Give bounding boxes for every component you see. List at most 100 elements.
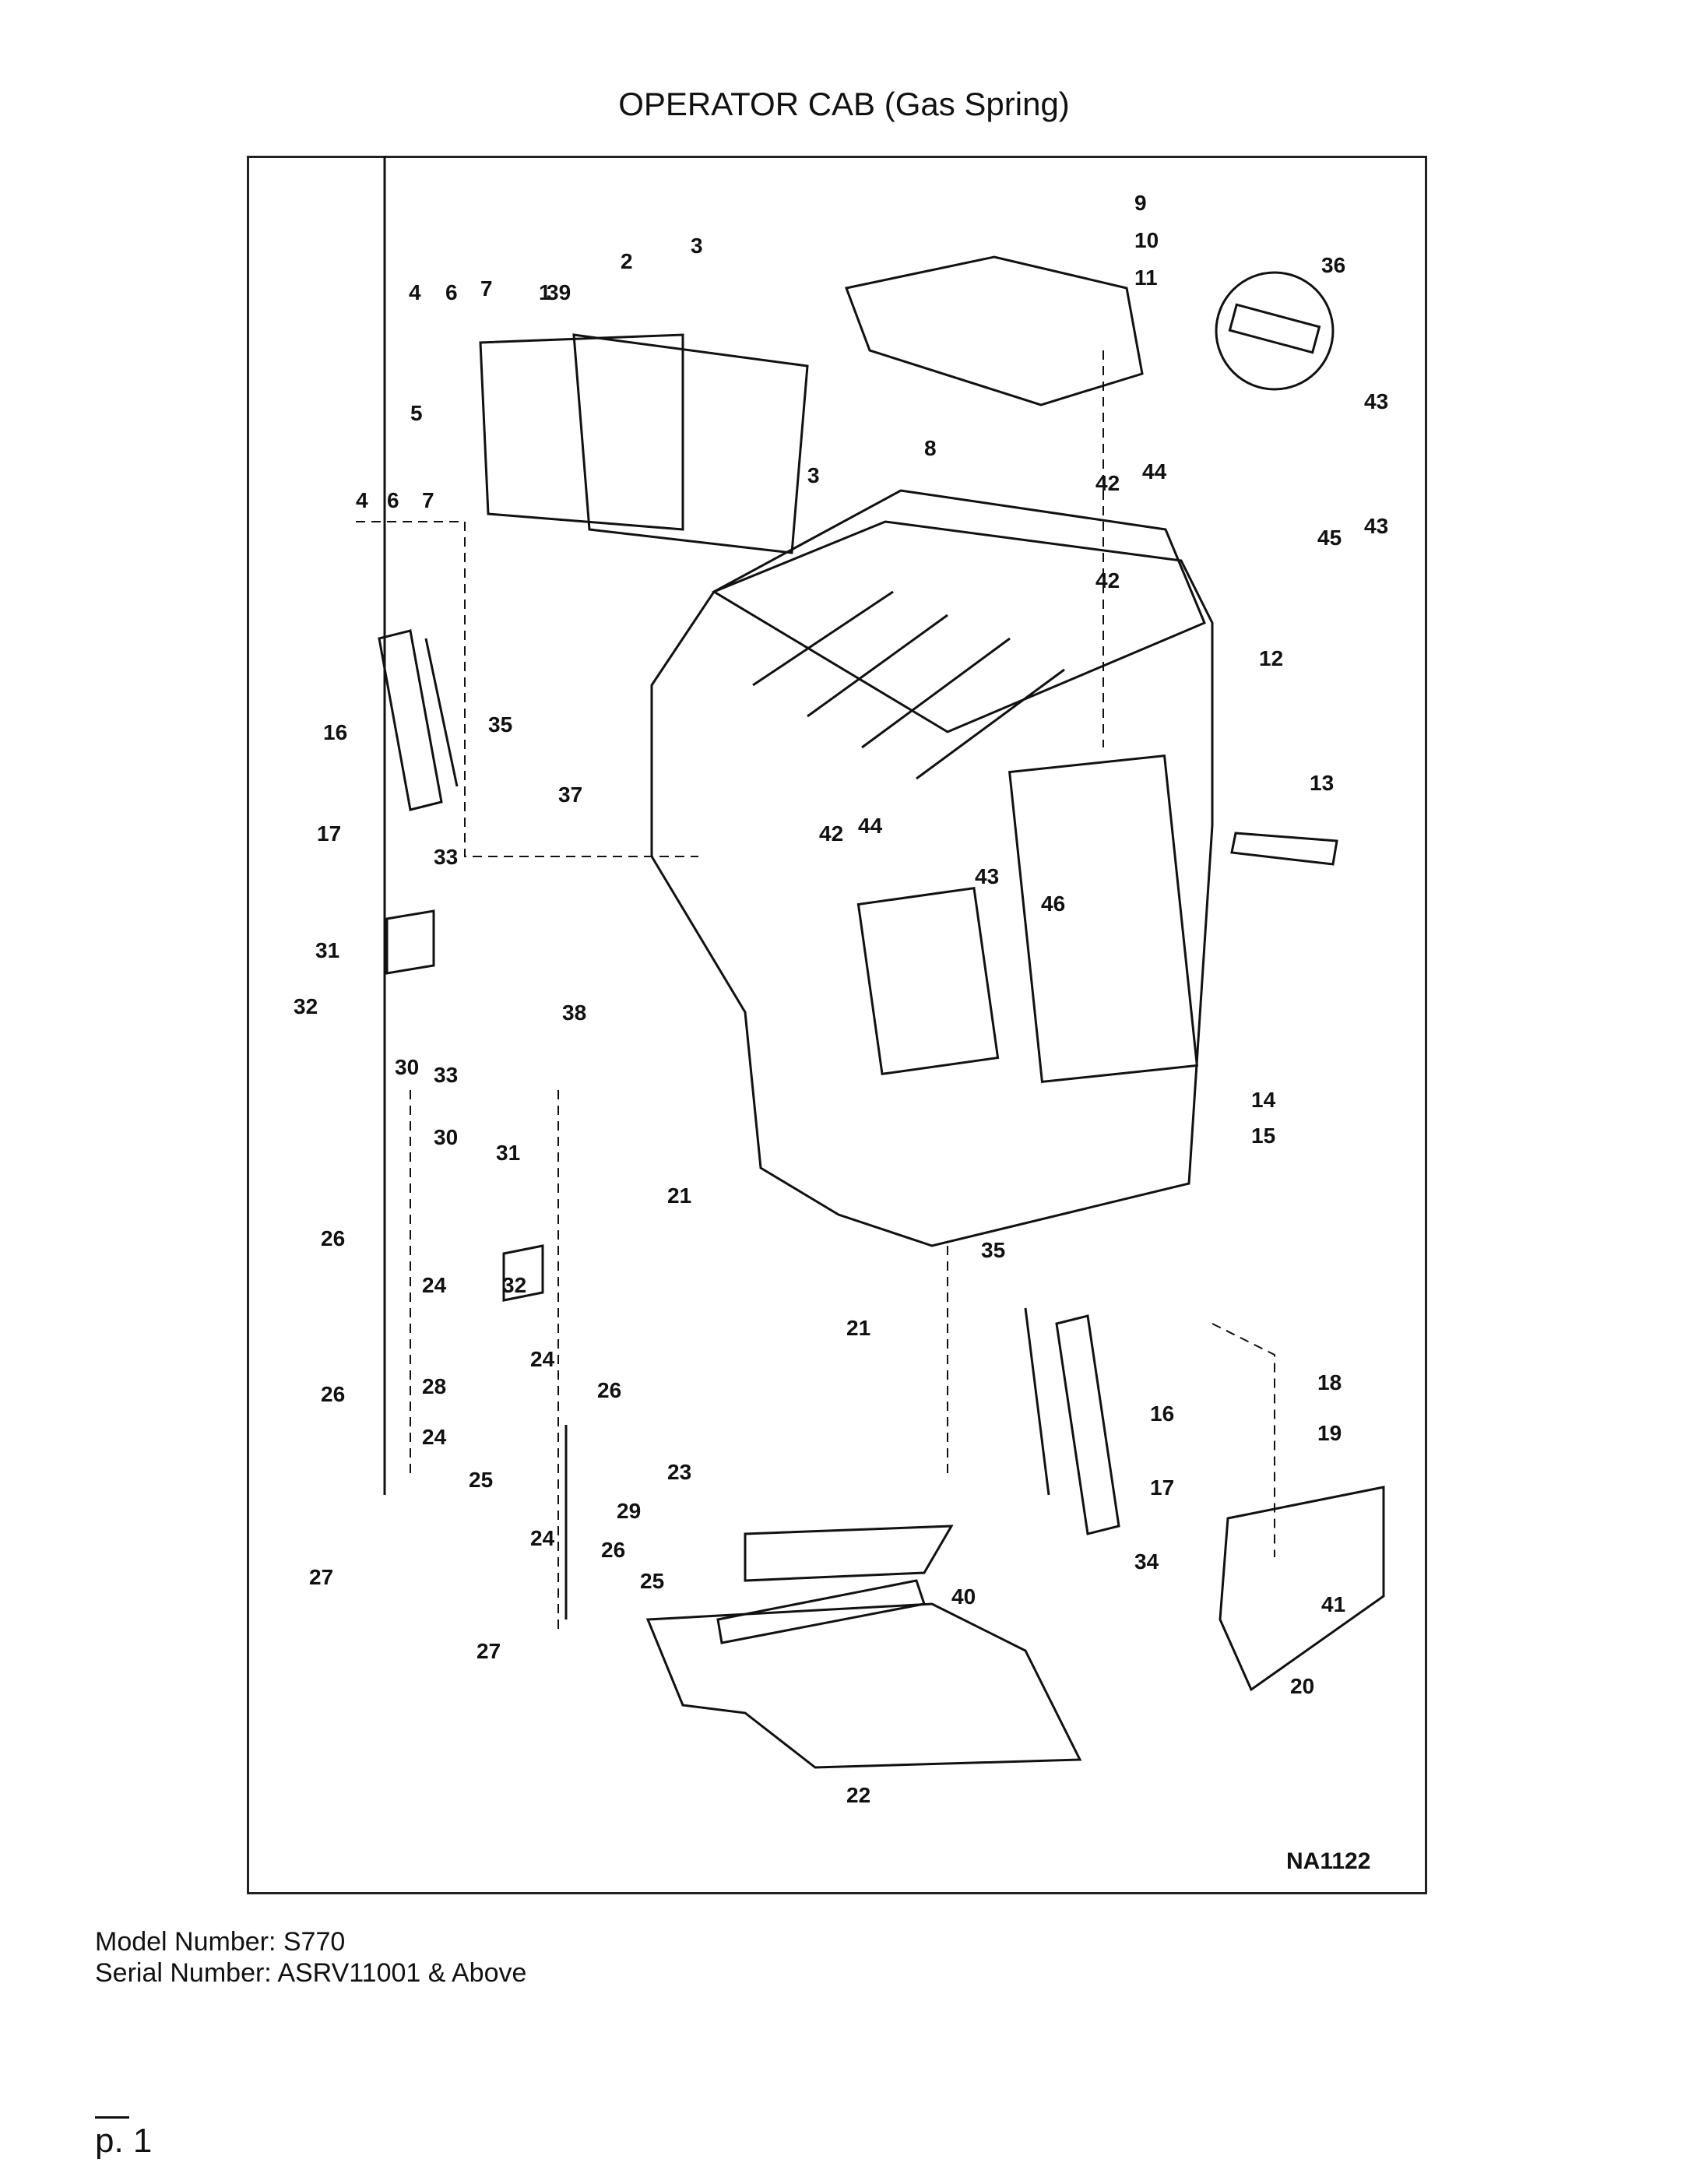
seal-strip-right xyxy=(1024,1307,1050,1496)
callout: 31 xyxy=(315,938,339,962)
cab-body-outline xyxy=(650,520,1214,1247)
hinge-bracket xyxy=(385,909,435,975)
callout: 38 xyxy=(562,1001,586,1025)
floor-mat xyxy=(645,1602,1082,1769)
callout: 42 xyxy=(1095,471,1120,495)
callout: 41 xyxy=(1321,1592,1345,1616)
callout: 43 xyxy=(1364,514,1388,538)
page-title: OPERATOR CAB (Gas Spring) xyxy=(618,86,1070,122)
callout: 21 xyxy=(846,1316,870,1340)
callout: 32 xyxy=(502,1273,526,1297)
callout: 11 xyxy=(1134,266,1158,290)
callout: 26 xyxy=(321,1382,345,1406)
callout: 7 xyxy=(480,276,493,301)
callout: 35 xyxy=(488,712,512,737)
callout: 5 xyxy=(410,401,423,425)
callout: 24 xyxy=(530,1347,555,1371)
callout: 42 xyxy=(819,821,843,846)
parts-diagram: 1 2 3 3 4 4 5 6 6 7 7 8 9 10 11 12 13 14… xyxy=(294,156,1388,1874)
callout: 3 xyxy=(691,234,703,258)
callout: 44 xyxy=(1142,459,1167,484)
callout: 4 xyxy=(409,280,421,304)
callout: 21 xyxy=(667,1183,691,1208)
seal-strip-left xyxy=(424,638,459,787)
callout: 24 xyxy=(422,1425,447,1449)
rear-window-seal xyxy=(572,333,809,554)
callout: 17 xyxy=(1150,1475,1174,1500)
diagram-frame xyxy=(247,156,1427,1894)
page-number-rule xyxy=(95,2116,129,2119)
cab-top-ribs xyxy=(752,590,1065,780)
leader-dash-3 xyxy=(1211,1323,1275,1557)
cab-roof xyxy=(711,489,1206,733)
callout: 3 xyxy=(807,463,820,487)
callout: 46 xyxy=(1041,892,1065,916)
callout: 36 xyxy=(1321,253,1345,277)
callout: 23 xyxy=(667,1460,691,1484)
callout: 34 xyxy=(1134,1549,1159,1574)
callout: 7 xyxy=(422,488,434,512)
callout: 42 xyxy=(1095,568,1120,593)
callout: 14 xyxy=(1251,1088,1276,1112)
callout: 18 xyxy=(1317,1370,1342,1394)
callout: 25 xyxy=(469,1468,493,1492)
callout: 25 xyxy=(640,1569,664,1593)
callout: 24 xyxy=(422,1273,447,1297)
callout: 19 xyxy=(1317,1421,1342,1445)
callout: 16 xyxy=(1150,1401,1174,1426)
callout: 26 xyxy=(597,1378,621,1402)
callout: 32 xyxy=(294,994,318,1018)
callout: 31 xyxy=(496,1141,520,1165)
callout: 9 xyxy=(1134,191,1147,215)
callout: 24 xyxy=(530,1526,555,1550)
callout: 6 xyxy=(387,488,399,512)
mount-bracket xyxy=(1219,1486,1385,1692)
callout: 39 xyxy=(547,280,571,304)
sealant-tube-detail xyxy=(1215,271,1335,391)
callout: 43 xyxy=(1364,389,1388,413)
callout: 43 xyxy=(975,864,999,888)
callout: 30 xyxy=(395,1055,419,1079)
callout: 13 xyxy=(1310,771,1334,795)
callout: 15 xyxy=(1251,1124,1275,1148)
side-grille xyxy=(856,886,1000,1076)
hinge-bracket-2 xyxy=(502,1244,544,1302)
callout: 29 xyxy=(617,1499,641,1523)
callout: 45 xyxy=(1317,526,1342,550)
rear-window-glass xyxy=(479,333,684,531)
callout: 26 xyxy=(601,1538,625,1562)
callout: 17 xyxy=(317,821,341,846)
top-plate xyxy=(844,255,1144,406)
callout: 33 xyxy=(434,845,458,869)
callout: 35 xyxy=(981,1238,1005,1262)
floor-plate xyxy=(744,1525,954,1582)
model-number: Model Number: S770 xyxy=(95,1927,346,1957)
side-panel-right xyxy=(1055,1314,1120,1535)
callout: 33 xyxy=(434,1063,458,1087)
leader-dash-1 xyxy=(356,521,698,857)
callout: 30 xyxy=(434,1125,458,1149)
callout: 37 xyxy=(558,783,582,807)
callout: 22 xyxy=(846,1783,870,1807)
callout: 10 xyxy=(1134,228,1159,252)
callout: 44 xyxy=(858,814,883,838)
serial-number: Serial Number: ASRV11001 & Above xyxy=(95,1958,527,1988)
callout: 6 xyxy=(445,280,458,304)
page-number: p. 1 xyxy=(95,2122,153,2160)
callout: 16 xyxy=(323,720,347,744)
callout: 26 xyxy=(321,1226,345,1250)
callout: 27 xyxy=(309,1565,333,1589)
callout: 20 xyxy=(1290,1674,1314,1698)
callout: 1 xyxy=(539,280,551,304)
side-panel-left xyxy=(378,629,443,811)
callout: 12 xyxy=(1259,646,1283,670)
front-grille xyxy=(1008,754,1199,1084)
callout: 4 xyxy=(356,488,368,512)
drawing-id: NA1122 xyxy=(1286,1848,1370,1874)
callout: 40 xyxy=(951,1584,976,1609)
seal-strip-40 xyxy=(716,1579,926,1644)
callout: 28 xyxy=(422,1374,446,1398)
seal-strip-13 xyxy=(1230,832,1338,866)
callout: 27 xyxy=(477,1639,501,1663)
callout: 2 xyxy=(621,249,633,273)
